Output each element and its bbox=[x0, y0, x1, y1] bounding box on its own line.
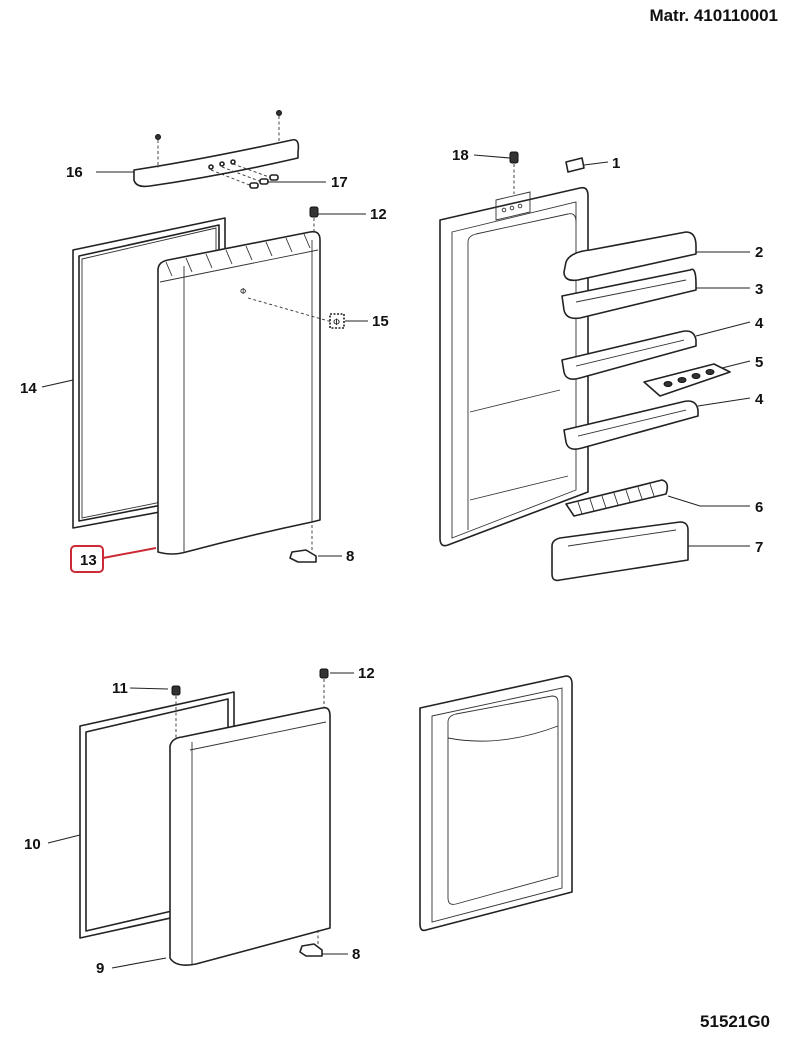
callout-18: 18 bbox=[452, 147, 469, 164]
part-2-dairy-lid[interactable] bbox=[563, 231, 697, 282]
callout-4: 4 bbox=[755, 315, 764, 332]
part-1-cover[interactable] bbox=[565, 157, 585, 173]
part-13-fridge-door[interactable]: Φ bbox=[157, 230, 321, 555]
part-16-handle-cover[interactable] bbox=[133, 138, 300, 188]
part-4-shelf-upper[interactable] bbox=[561, 330, 697, 380]
callout-7: 7 bbox=[755, 539, 763, 556]
callout-14: 14 bbox=[20, 380, 37, 397]
part-12-hinge-cap[interactable] bbox=[319, 668, 329, 708]
callout-10: 10 bbox=[24, 836, 41, 853]
svg-text:Φ: Φ bbox=[333, 318, 340, 328]
inner-door-liner bbox=[439, 186, 589, 547]
part-3-shelf[interactable] bbox=[561, 268, 697, 320]
part-15-badge[interactable]: Φ bbox=[329, 313, 345, 329]
callout-17: 17 bbox=[331, 174, 348, 191]
part-12-hinge-cap[interactable] bbox=[309, 206, 319, 232]
part-18-clip[interactable] bbox=[509, 151, 519, 194]
brand-logo-icon: Φ bbox=[240, 287, 246, 296]
callout-13-selected[interactable]: 13 bbox=[70, 545, 104, 573]
callout-3: 3 bbox=[755, 281, 763, 298]
callout-9: 9 bbox=[96, 960, 104, 977]
screw-icon bbox=[155, 110, 282, 168]
callout-5: 5 bbox=[755, 354, 763, 371]
callout-11: 11 bbox=[112, 680, 128, 697]
freezer-inner-liner bbox=[419, 675, 573, 932]
material-number: Matr. 410110001 bbox=[649, 6, 778, 25]
callout-16: 16 bbox=[66, 164, 83, 181]
part-8-hinge[interactable] bbox=[289, 525, 317, 563]
callout-12: 12 bbox=[370, 206, 387, 223]
part-11-hinge-cap[interactable] bbox=[171, 685, 181, 740]
part-5-egg-tray[interactable] bbox=[643, 363, 731, 397]
callout-6: 6 bbox=[755, 499, 763, 516]
part-4-shelf-lower[interactable] bbox=[563, 400, 699, 450]
callout-8: 8 bbox=[346, 548, 354, 565]
part-9-freezer-door[interactable] bbox=[169, 706, 331, 966]
part-7-bottle-shelf[interactable] bbox=[551, 521, 689, 582]
callout-4: 4 bbox=[755, 391, 764, 408]
callout-1: 1 bbox=[612, 155, 620, 172]
part-6-bottle-guard[interactable] bbox=[565, 479, 669, 517]
callout-12: 12 bbox=[358, 665, 375, 682]
callout-8: 8 bbox=[352, 946, 360, 963]
callout-15: 15 bbox=[372, 313, 389, 330]
callout-2: 2 bbox=[755, 244, 763, 261]
drawing-code: 51521G0 bbox=[700, 1012, 770, 1031]
part-8-hinge[interactable] bbox=[299, 930, 323, 957]
svg-text:13: 13 bbox=[80, 552, 97, 569]
